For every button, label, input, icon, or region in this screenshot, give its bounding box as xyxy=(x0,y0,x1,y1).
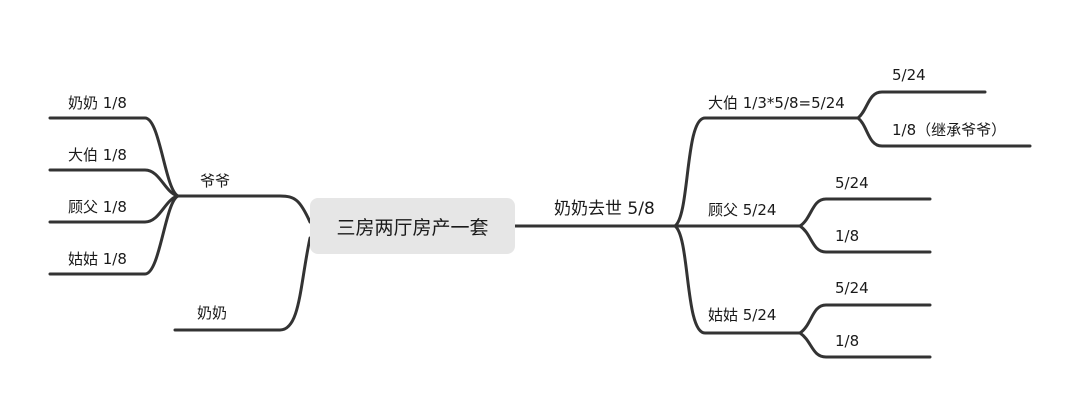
grandpa-child-4[interactable]: 姑姑 1/8 xyxy=(68,250,127,268)
connector-dabo-sub-2 xyxy=(856,116,1032,148)
connector-gugu-sub-2 xyxy=(798,331,932,359)
connector-root-grandma xyxy=(173,236,312,332)
dabo-sub-2[interactable]: 1/8（继承爷爷） xyxy=(892,121,1007,139)
grandma-label[interactable]: 奶奶 xyxy=(197,304,228,322)
connector-gugu-sub-1 xyxy=(798,303,932,335)
connector-grandpa-child-1 xyxy=(48,116,180,198)
dabo-sub-1[interactable]: 5/24 xyxy=(892,66,926,84)
grandpa-child-2[interactable]: 大伯 1/8 xyxy=(68,146,127,164)
root-node[interactable]: 三房两厅房产一套 xyxy=(310,198,515,254)
gugu-sub-2[interactable]: 1/8 xyxy=(835,332,860,350)
right-child-dabo[interactable]: 大伯 1/3*5/8=5/24 xyxy=(708,94,845,112)
right-child-gugu[interactable]: 姑姑 5/24 xyxy=(708,306,777,324)
right-main-label[interactable]: 奶奶去世 5/8 xyxy=(554,199,655,219)
connector-gufu-sub-1 xyxy=(798,197,932,228)
connector-grandpa-child-4 xyxy=(48,194,180,276)
connector-right-child-3 xyxy=(673,224,802,335)
connector-right-child-1 xyxy=(673,116,860,228)
connector-gufu-sub-2 xyxy=(798,224,932,254)
connector-root-grandpa xyxy=(176,194,312,224)
connector-grandpa-child-2 xyxy=(48,168,180,198)
right-child-gufu[interactable]: 顾父 5/24 xyxy=(708,201,777,219)
grandpa-child-1[interactable]: 奶奶 1/8 xyxy=(68,94,127,112)
gufu-sub-2[interactable]: 1/8 xyxy=(835,227,860,245)
gufu-sub-1[interactable]: 5/24 xyxy=(835,174,869,192)
gugu-sub-1[interactable]: 5/24 xyxy=(835,279,869,297)
grandpa-child-3[interactable]: 顾父 1/8 xyxy=(68,198,127,216)
grandpa-label[interactable]: 爷爷 xyxy=(200,172,231,190)
root-label: 三房两厅房产一套 xyxy=(336,216,489,239)
connector-dabo-sub-1 xyxy=(856,90,987,120)
